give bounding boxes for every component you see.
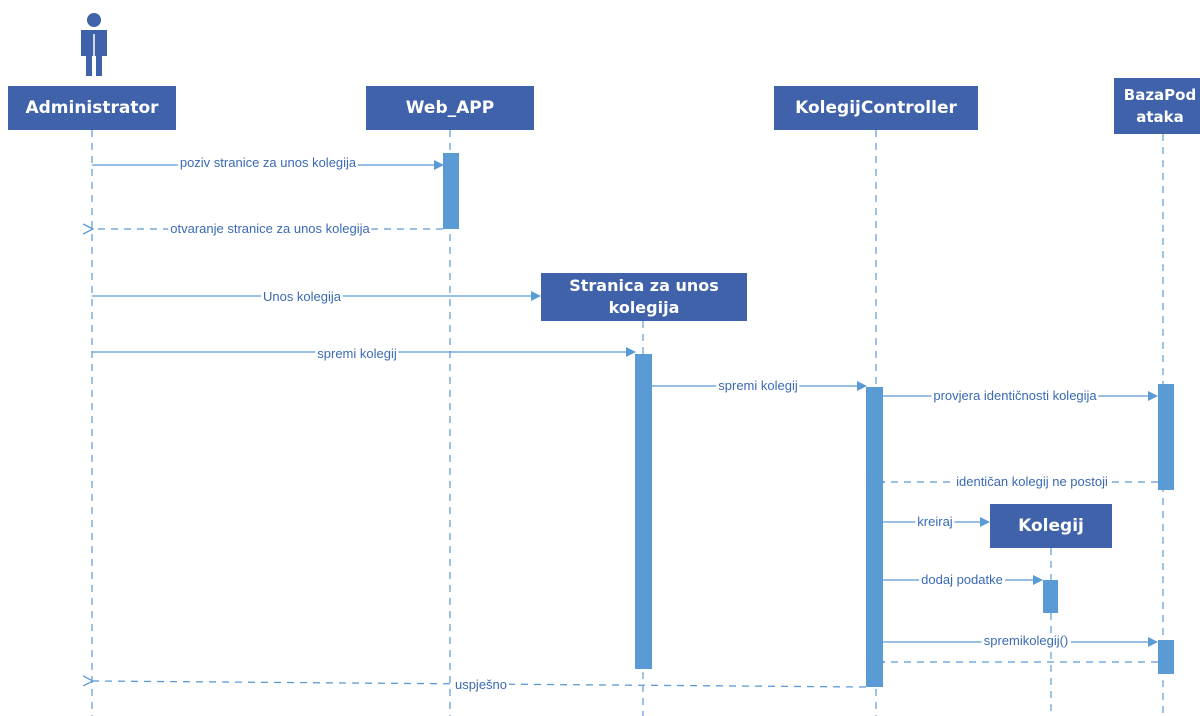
- participant-label: Stranica za unos kolegija: [569, 276, 719, 317]
- message-label: kreiraj: [915, 514, 955, 530]
- participant-kolegij: Kolegij: [990, 504, 1112, 548]
- participant-label: BazaPodataka: [1123, 86, 1197, 126]
- participant-label: Kolegij: [1018, 516, 1084, 536]
- message-label: otvaranje stranice za unos kolegija: [168, 221, 372, 237]
- message-label: Unos kolegija: [260, 289, 344, 305]
- message-label: spremikolegij(): [981, 633, 1071, 649]
- participant-administrator: Administrator: [8, 86, 176, 130]
- message-label: spremi kolegij: [315, 346, 399, 362]
- activation-database-1: [1158, 384, 1174, 490]
- message-label: spremi kolegij: [716, 378, 800, 394]
- participant-controller: KolegijController: [774, 86, 978, 130]
- activation-controller: [866, 387, 883, 687]
- activation-kolegij: [1043, 580, 1058, 613]
- participant-web-app: Web_APP: [366, 86, 534, 130]
- message-label: provjera identičnosti kolegija: [931, 388, 1099, 404]
- participant-label: Administrator: [25, 98, 159, 118]
- person-icon: [81, 13, 107, 76]
- participant-label: KolegijController: [795, 98, 957, 118]
- message-label: uspješno: [452, 677, 510, 693]
- activation-database-2: [1158, 640, 1174, 674]
- message-label: dodaj podatke: [919, 572, 1005, 588]
- message-label: poziv stranice za unos kolegija: [177, 155, 359, 171]
- activation-page: [635, 354, 652, 669]
- participant-page: Stranica za unos kolegija: [541, 273, 747, 321]
- message-label: identičan kolegij ne postoji: [954, 474, 1110, 490]
- activation-web-app: [443, 153, 459, 229]
- participant-database: BazaPodataka: [1114, 78, 1200, 134]
- participant-label: Web_APP: [405, 98, 495, 118]
